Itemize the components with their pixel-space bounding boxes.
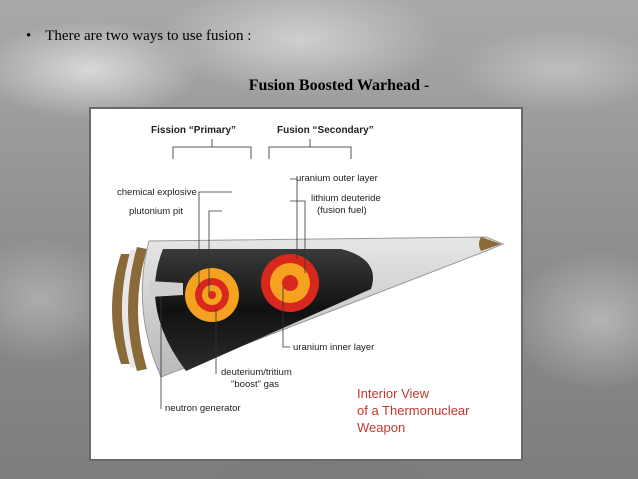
label-neutron-generator: neutron generator — [165, 403, 241, 414]
bullet-text: There are two ways to use fusion : — [45, 28, 252, 44]
bullet-symbol: • — [26, 28, 32, 44]
secondary-label: Fusion “Secondary” — [277, 125, 374, 136]
leader-lines — [160, 178, 306, 409]
caption-line-3: Weapon — [357, 420, 405, 435]
secondary-inner — [282, 275, 298, 291]
primary-bracket — [172, 139, 252, 159]
primary-core — [208, 291, 216, 299]
warhead-diagram: Fission “Primary” Fusion “Secondary” — [91, 109, 521, 459]
rear-ring-gap — [122, 249, 137, 369]
rear-ring-inner — [128, 247, 147, 371]
label-uranium-inner-layer: uranium inner layer — [293, 342, 374, 353]
neutron-generator — [149, 281, 183, 297]
casing-tip — [479, 237, 501, 251]
label-chemical-explosive: chemical explosive — [117, 187, 197, 198]
rear-ring-outer — [112, 254, 131, 364]
label-plutonium-pit: plutonium pit — [129, 206, 183, 217]
label-boost-gas: "boost" gas — [231, 379, 279, 390]
slide-subtitle: Fusion Boosted Warhead - — [248, 77, 430, 94]
label-deuterium-tritium: deuterium/tritium — [221, 367, 292, 378]
caption-line-2: of a Thermonuclear — [357, 403, 470, 418]
label-uranium-outer-layer: uranium outer layer — [296, 173, 378, 184]
label-fusion-fuel: (fusion fuel) — [317, 205, 367, 216]
primary-label: Fission “Primary” — [151, 125, 236, 136]
secondary-bracket — [268, 139, 352, 159]
caption-line-1: Interior View — [357, 386, 430, 401]
label-lithium-deuteride: lithium deuteride — [311, 193, 381, 204]
warhead-diagram-svg: Fission “Primary” Fusion “Secondary” — [112, 125, 505, 435]
bullet-point: • There are two ways to use fusion : — [26, 28, 251, 45]
